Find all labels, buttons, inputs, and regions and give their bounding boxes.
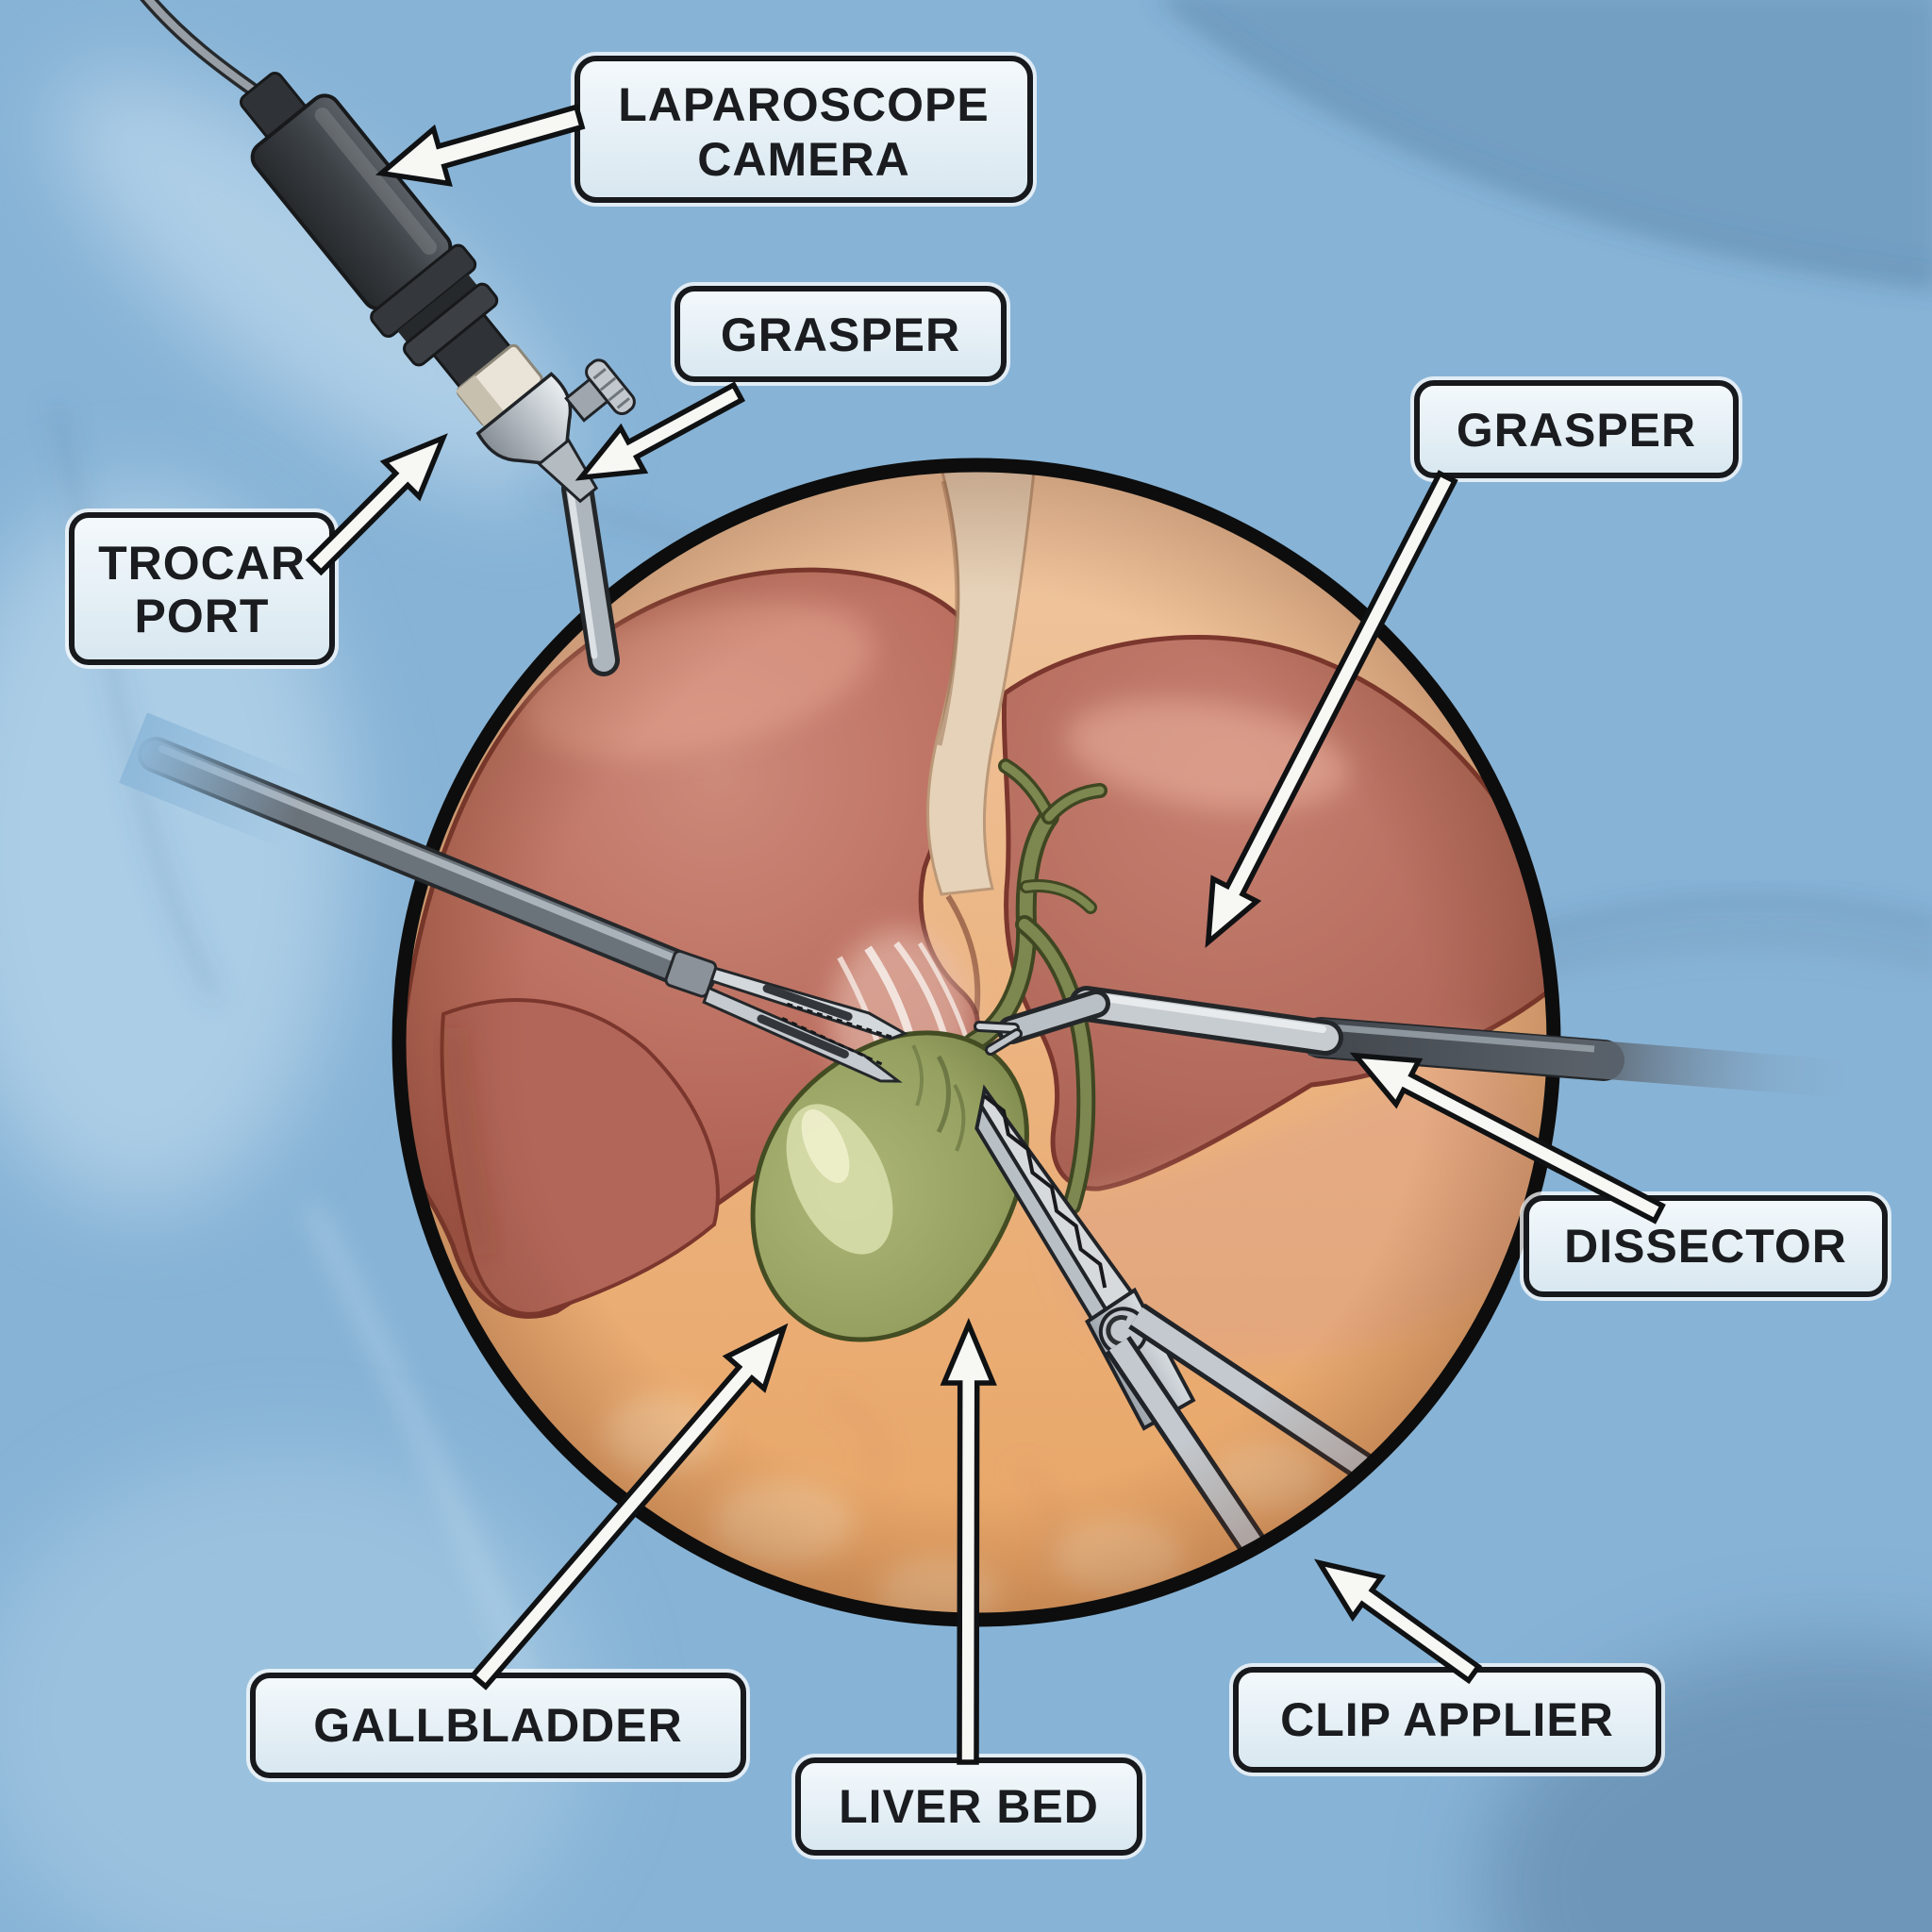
drape-fold-line (1512, 899, 1932, 947)
arrow-grasper-right (1205, 470, 1458, 949)
label-text: CLIP APPLIER (1280, 1693, 1614, 1746)
grasper-right-label: GRASPER (1410, 376, 1742, 482)
label-text: TROCAR (98, 537, 306, 590)
dissector-label: DISSECTOR (1520, 1191, 1891, 1301)
arrow-liver-bed (940, 1317, 997, 1765)
label-text: GALLBLADDER (313, 1699, 683, 1752)
label-text: GRASPER (1457, 404, 1696, 457)
laparoscope-instrument (140, 0, 636, 676)
label-text: LAPAROSCOPE (618, 78, 989, 131)
grasper-jaws (664, 949, 908, 1083)
annotation-arrows (305, 104, 1666, 1765)
arrow-laparoscope-camera (375, 104, 586, 187)
grasper-left-instrument (119, 712, 908, 1083)
trocar-port-label: TROCAR PORT (65, 508, 339, 669)
drape-highlight (0, 491, 349, 1208)
arrow-gallbladder (469, 1323, 789, 1690)
drape-fold-shade (1172, 0, 1932, 282)
camera-body-group (239, 72, 636, 504)
drape-highlight (58, 75, 565, 491)
clip-applier-label: CLIP APPLIER (1229, 1663, 1665, 1776)
drape-fold-shadow (1510, 924, 1932, 984)
label-text: PORT (135, 590, 270, 642)
laparoscope-camera-label: LAPAROSCOPE CAMERA (571, 52, 1037, 207)
label-text: CAMERA (697, 133, 909, 186)
grasper-top-label: GRASPER (671, 282, 1010, 386)
shaft-fade (119, 712, 314, 850)
dissector-instrument (974, 986, 1849, 1098)
label-text: LIVER BED (839, 1780, 1099, 1833)
field-vignette (399, 465, 1554, 1620)
drape-crease (308, 1206, 532, 1690)
drape-fold-line (1164, 0, 1932, 284)
callout-labels: LAPAROSCOPE CAMERA GRASPER TROCAR PORT G… (65, 52, 1891, 1859)
label-text: DISSECTOR (1564, 1220, 1847, 1273)
arrow-trocar-port (305, 433, 448, 576)
label-text: GRASPER (721, 308, 960, 361)
arrow-grasper-top (575, 381, 746, 481)
arrow-clip-applier (1313, 1558, 1483, 1685)
gallbladder-label: GALLBLADDER (246, 1669, 750, 1782)
arrow-dissector (1349, 1052, 1666, 1224)
liver-bed-label: LIVER BED (791, 1754, 1146, 1859)
